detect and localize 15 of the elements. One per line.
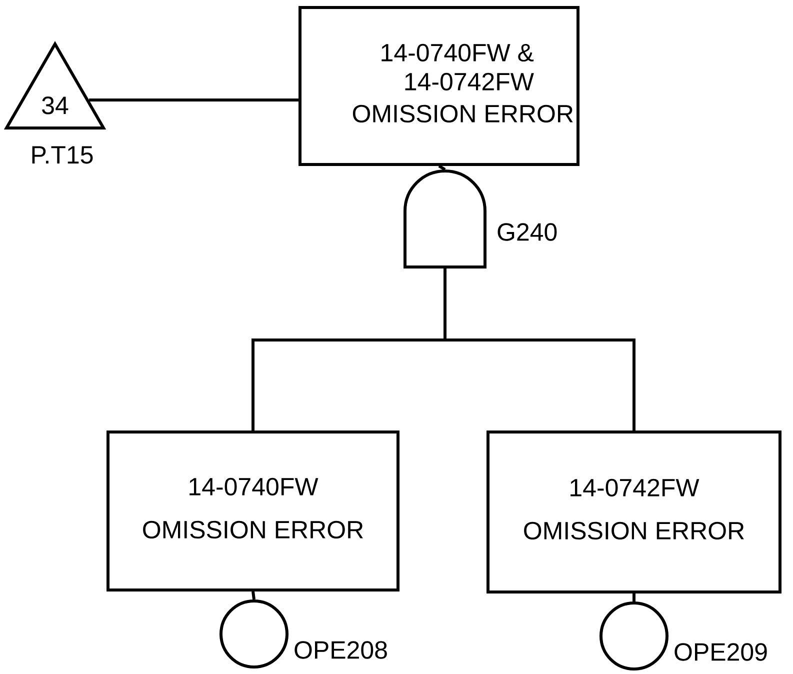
event-box: 14-0742FW OMISSION ERROR xyxy=(486,430,782,594)
basic-event-circle xyxy=(600,601,668,670)
event-code: G240 xyxy=(498,223,557,241)
event-code: OPE208 xyxy=(294,641,387,659)
connector-line xyxy=(444,268,636,430)
connector-line xyxy=(252,591,256,600)
connector-line xyxy=(438,164,446,171)
connector-line xyxy=(632,593,636,602)
event-code: P.T15 xyxy=(32,146,93,164)
event-code: OPE209 xyxy=(674,643,767,661)
connector-line xyxy=(89,98,298,102)
and-gate xyxy=(404,169,486,268)
event-box: 14-0740FW OMISSION ERROR xyxy=(106,430,400,592)
event-box: 14-0740FW & 14-0742FW OMISSION ERROR xyxy=(298,6,580,166)
basic-event-circle xyxy=(220,599,288,668)
